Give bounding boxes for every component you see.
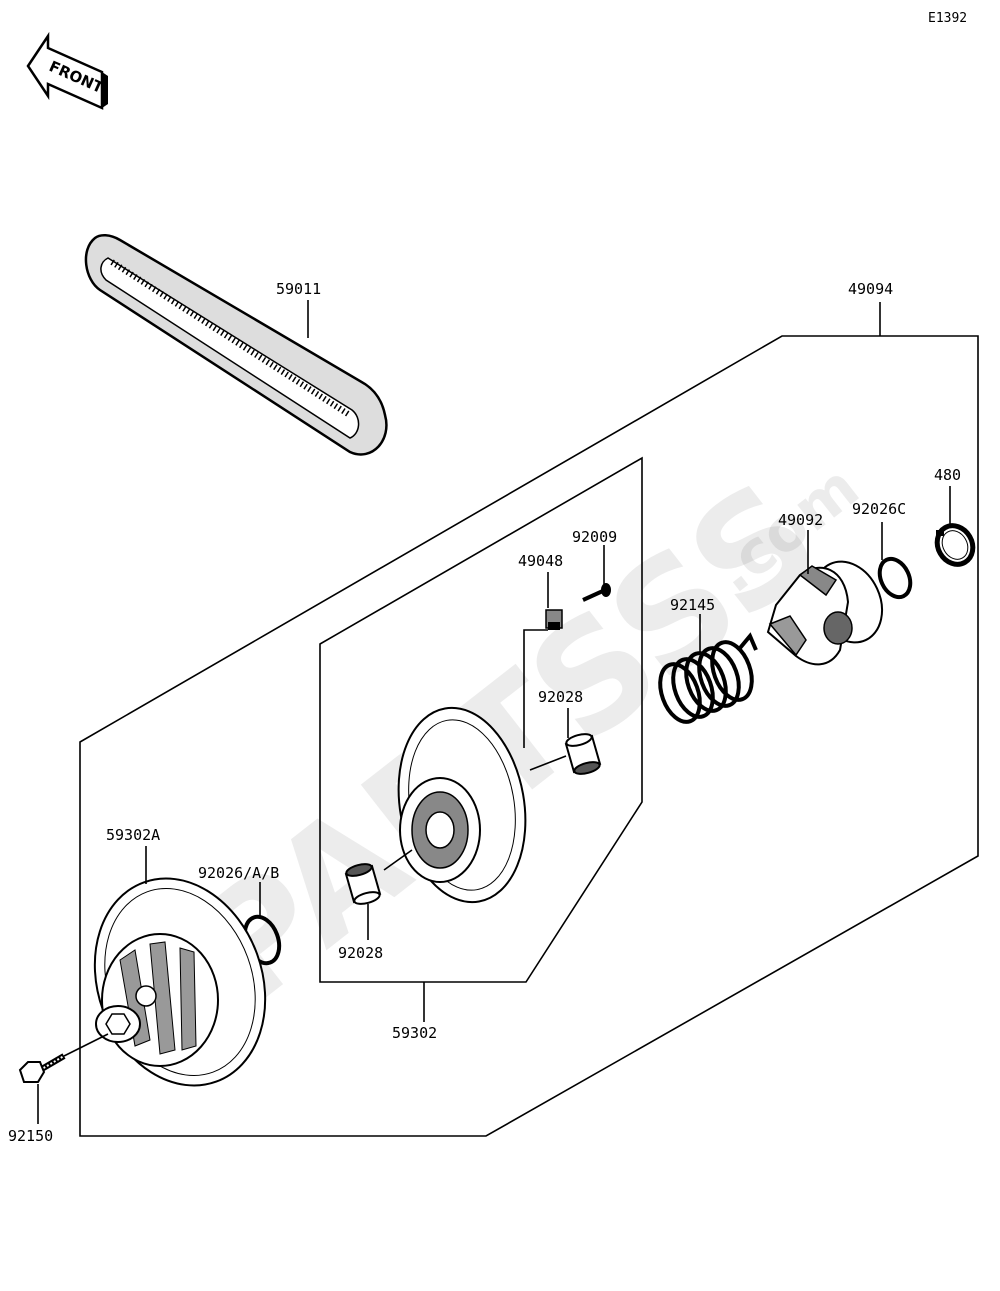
bushing-bottom [344,863,382,905]
bushing-top [564,733,602,775]
diagram-code: E1392 [928,11,967,26]
label-cam: 49092 [778,511,823,529]
slider-block [545,609,563,630]
small-bolt [582,583,611,602]
label-slider: 49048 [518,552,563,570]
leader-slider-drop [523,629,548,748]
front-arrow-icon: FRONT [26,31,108,110]
label-small-bolt: 92009 [572,528,617,546]
washer-c [877,556,913,600]
torque-cam [766,560,884,666]
label-washer-c: 92026C [852,500,906,518]
subassembly-outline [319,456,643,983]
movable-sheave [397,706,527,904]
assembly-outline [79,335,979,1137]
label-washer-ab: 92026/A/B [198,864,279,882]
compression-spring [658,632,758,724]
label-belt: 59011 [276,280,321,298]
fixed-sheave [93,877,267,1087]
main-bolt [18,1053,66,1083]
axis-line-2 [529,755,567,771]
axis-line [383,849,413,871]
label-bushing-bottom: 92028 [338,944,383,962]
label-circlip: 480 [934,466,961,484]
label-main-bolt: 92150 [8,1127,53,1145]
bolt-axis-line [63,1033,109,1057]
label-assembly: 49094 [848,280,893,298]
label-bushing-top: 92028 [538,688,583,706]
label-movable-sheave: 59302 [392,1024,437,1042]
circlip [934,523,976,567]
label-fixed-sheave: 59302A [106,826,160,844]
label-spring: 92145 [670,596,715,614]
watermark: PARTSSS .com [165,449,872,1038]
drive-belt [84,234,388,456]
